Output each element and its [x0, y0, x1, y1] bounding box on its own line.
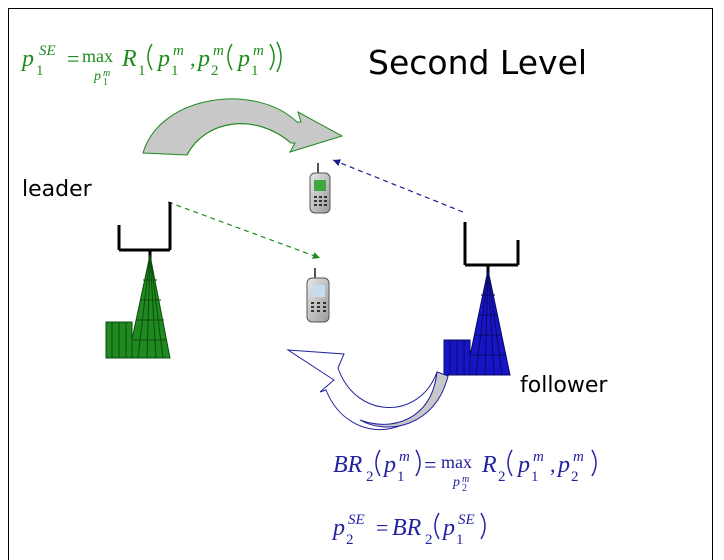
svg-text:1: 1: [138, 63, 146, 79]
svg-text:m: m: [103, 68, 110, 79]
svg-text:SE: SE: [348, 512, 365, 528]
follower-label: follower: [520, 373, 608, 398]
svg-text:SE: SE: [458, 512, 475, 528]
svg-text:p: p: [20, 46, 34, 72]
svg-text:,: ,: [190, 46, 196, 71]
base-station-icon: [105, 254, 171, 359]
svg-text:=: =: [67, 46, 79, 71]
svg-text:1: 1: [397, 469, 405, 485]
antenna-icon: [117, 202, 172, 260]
leader-curved-arrow: [142, 98, 344, 156]
svg-text:p: p: [93, 69, 101, 84]
svg-text:p: p: [236, 46, 250, 72]
svg-text:p: p: [156, 46, 170, 72]
leader-signal-arrow: [167, 201, 321, 259]
svg-text:2: 2: [498, 469, 506, 485]
svg-text:m: m: [462, 474, 469, 485]
svg-text:p: p: [516, 452, 530, 478]
svg-text:max: max: [441, 452, 472, 472]
mobile-phone-icon: [306, 268, 330, 323]
leader-label: leader: [22, 177, 93, 202]
svg-text:BR: BR: [333, 452, 363, 478]
svg-text:=: =: [376, 515, 388, 540]
svg-text:p: p: [196, 46, 210, 72]
svg-text:m: m: [533, 449, 544, 465]
svg-text:,: ,: [550, 452, 556, 477]
svg-text:=: =: [424, 452, 436, 477]
follower-interference-arrow: [332, 159, 464, 213]
svg-text:SE: SE: [39, 43, 56, 59]
slide-frame: [8, 8, 713, 560]
page-title: Second Level: [368, 43, 587, 82]
svg-text:p: p: [441, 515, 455, 541]
svg-text:2: 2: [366, 469, 374, 485]
svg-text:1: 1: [103, 77, 108, 88]
svg-text:p: p: [382, 452, 396, 478]
svg-text:1: 1: [36, 63, 44, 79]
svg-text:1: 1: [171, 63, 179, 79]
mobile-phone-icon: [309, 163, 331, 214]
svg-text:2: 2: [346, 532, 354, 548]
leader-equation: p 1 SE = max p 1 m R 1 p 1 m , p 2 m p 1…: [20, 41, 282, 88]
svg-text:m: m: [253, 43, 264, 59]
svg-text:m: m: [573, 449, 584, 465]
svg-text:1: 1: [251, 63, 259, 79]
svg-text:m: m: [213, 43, 224, 59]
svg-text:1: 1: [456, 532, 464, 548]
svg-text:m: m: [399, 449, 410, 465]
svg-text:p: p: [452, 475, 460, 490]
svg-text:BR: BR: [392, 515, 422, 541]
svg-text:m: m: [173, 43, 184, 59]
svg-text:p: p: [331, 515, 345, 541]
svg-text:max: max: [82, 46, 113, 66]
svg-text:R: R: [121, 46, 137, 72]
antenna-icon: [463, 222, 520, 276]
svg-text:2: 2: [211, 63, 219, 79]
svg-text:2: 2: [425, 532, 433, 548]
svg-text:1: 1: [531, 469, 539, 485]
svg-text:2: 2: [571, 469, 579, 485]
follower-curved-arrow: [286, 349, 449, 430]
follower-best-response-equation: BR 2 p 1 m = max p 2 m R 2 p 1 m , p 2 m: [333, 449, 597, 494]
svg-text:2: 2: [462, 483, 467, 494]
svg-text:R: R: [481, 452, 497, 478]
follower-equilibrium-equation: p 2 SE = BR 2 p 1 SE: [331, 512, 486, 548]
base-station-icon: [443, 269, 511, 376]
svg-text:p: p: [556, 452, 570, 478]
